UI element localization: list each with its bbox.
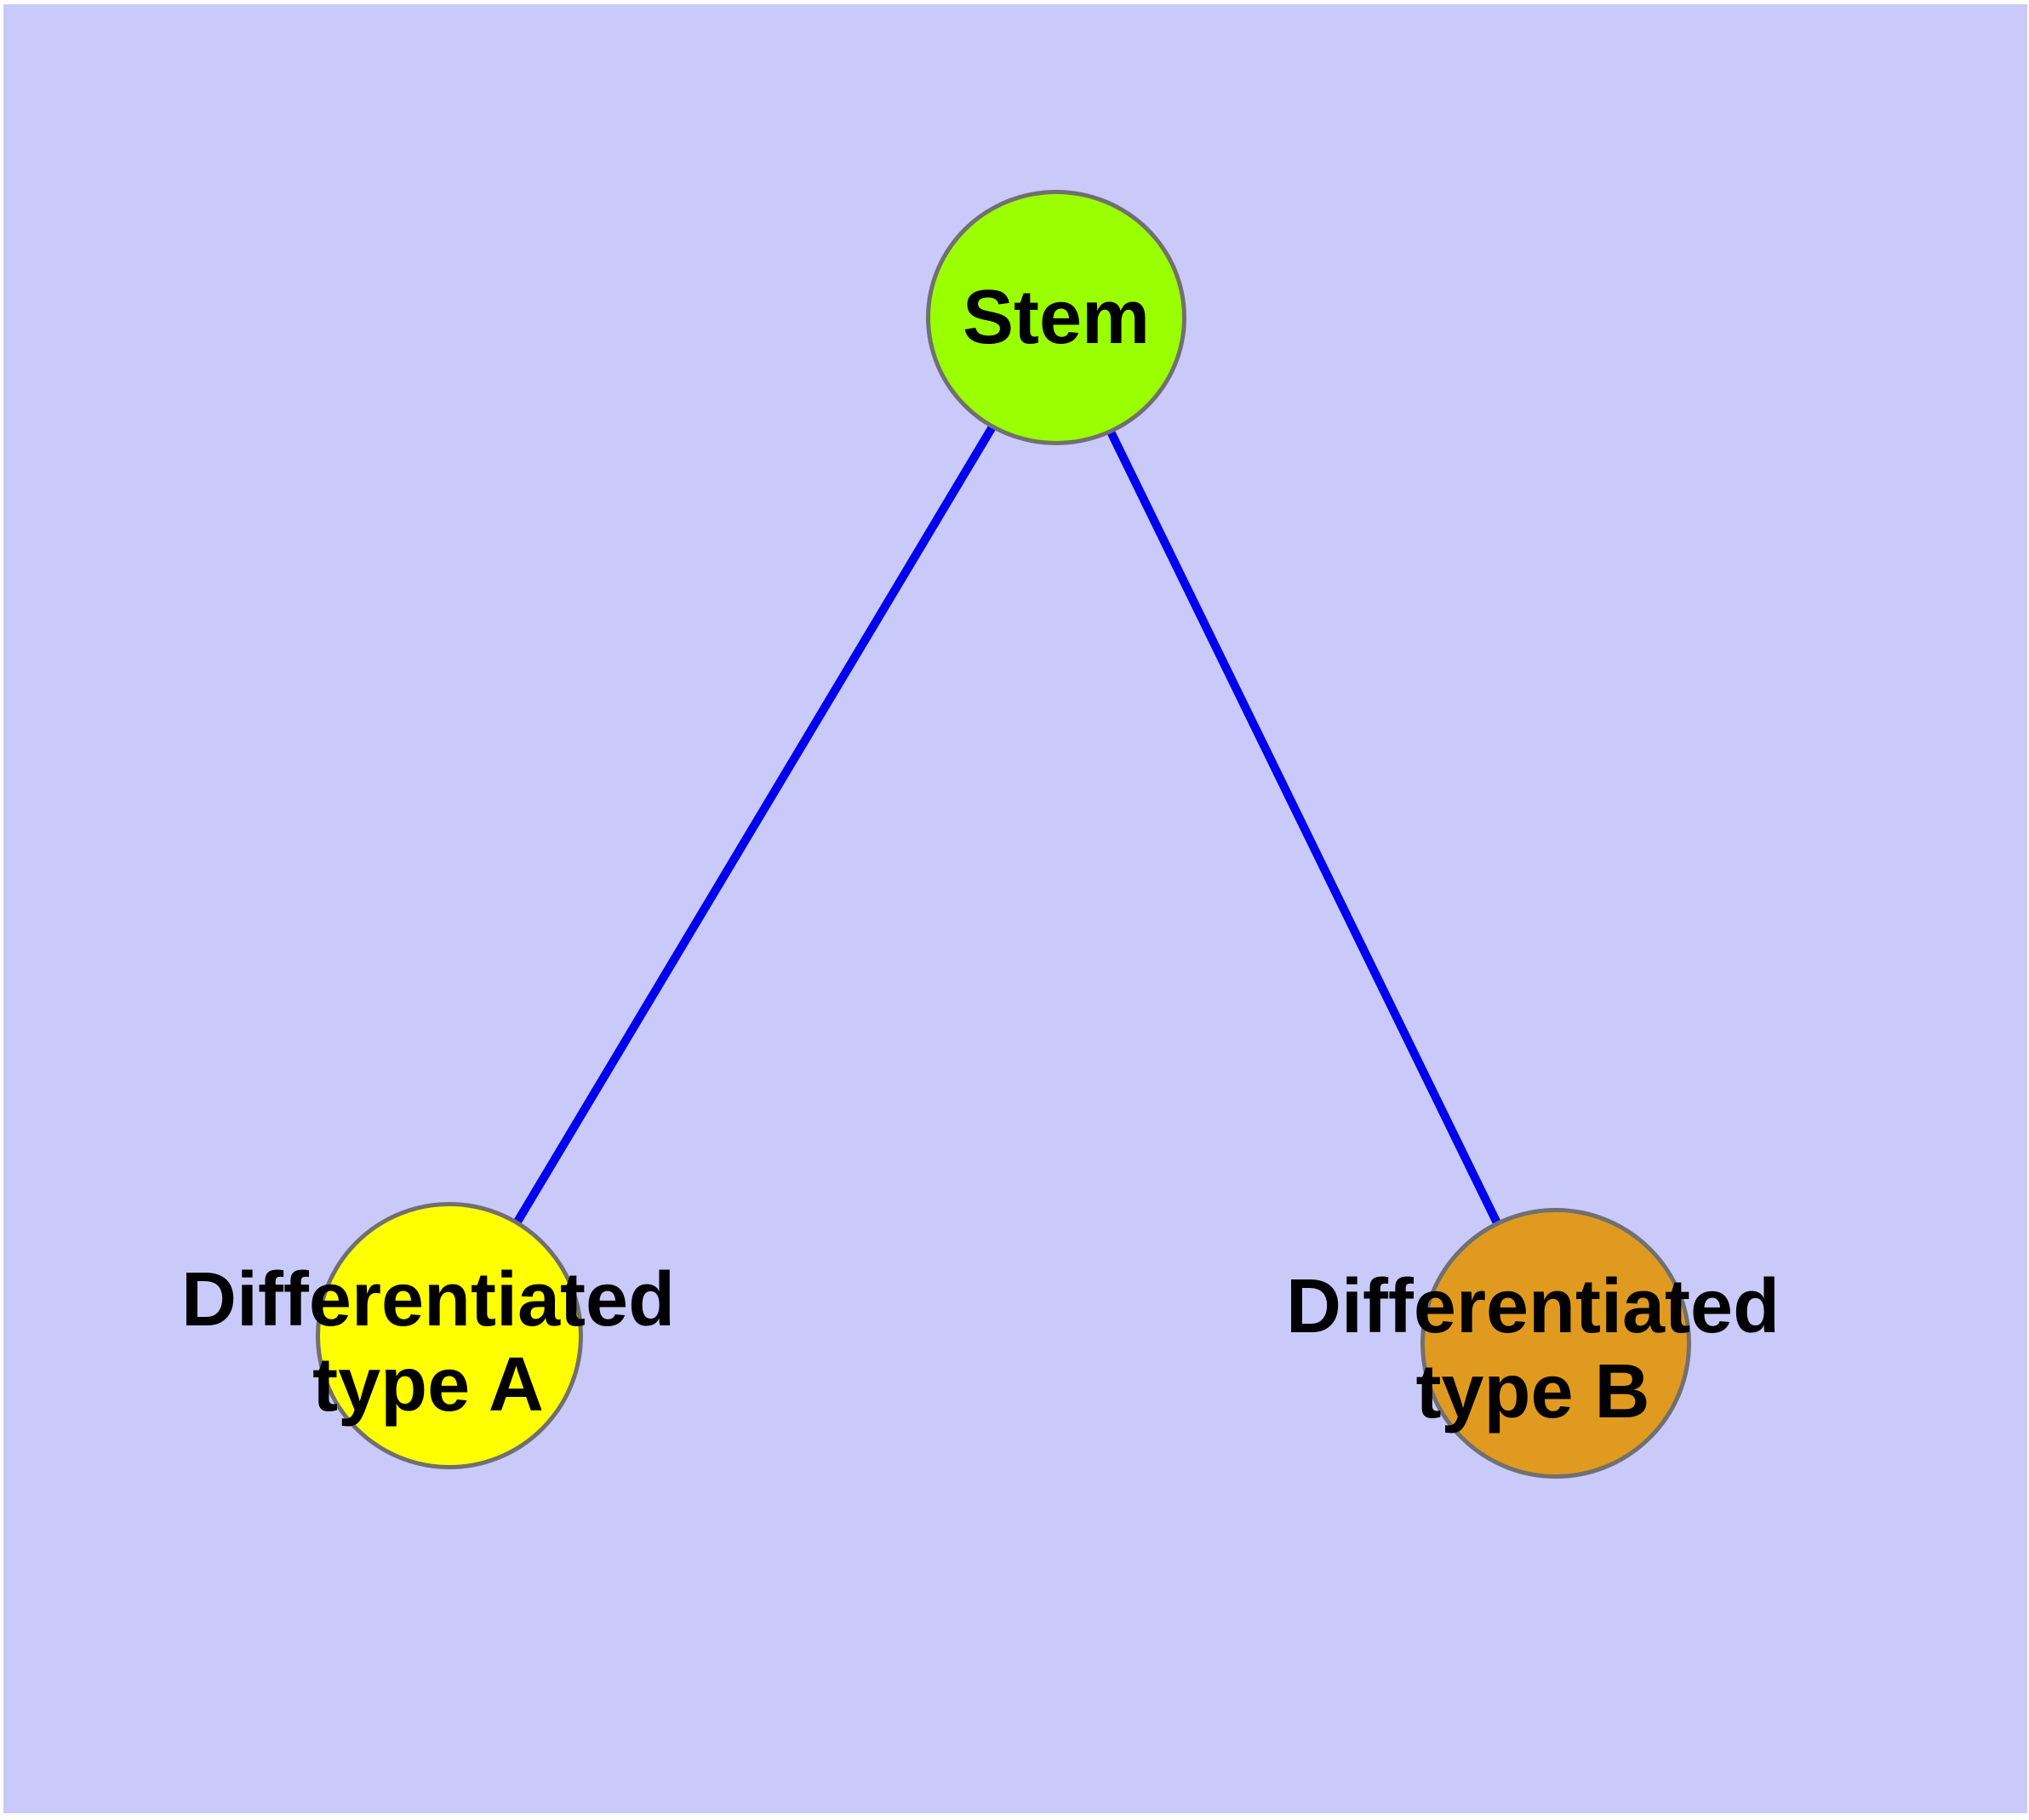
stem-node-label: Stem — [962, 275, 1151, 360]
diagram-canvas: Stem Differentiated type A Differentiate… — [3, 4, 2027, 1813]
type-a-label-line1: Differentiated — [180, 1257, 676, 1342]
stem-node: Stem — [926, 190, 1186, 445]
edge-stem-to-type-b — [1052, 318, 1560, 1346]
differentiated-type-b-node-label: Differentiated type B — [1286, 1264, 1780, 1434]
type-b-label-line2: type B — [1415, 1349, 1650, 1434]
type-a-label-line2: type A — [312, 1342, 544, 1428]
differentiated-type-a-node-label: Differentiated type A — [181, 1257, 675, 1428]
differentiated-type-a-node — [316, 1202, 583, 1469]
type-b-label-line1: Differentiated — [1285, 1264, 1780, 1349]
edge-stem-to-type-a — [445, 318, 1060, 1338]
edges-layer — [445, 318, 1560, 1346]
differentiated-type-b-node — [1420, 1208, 1691, 1479]
